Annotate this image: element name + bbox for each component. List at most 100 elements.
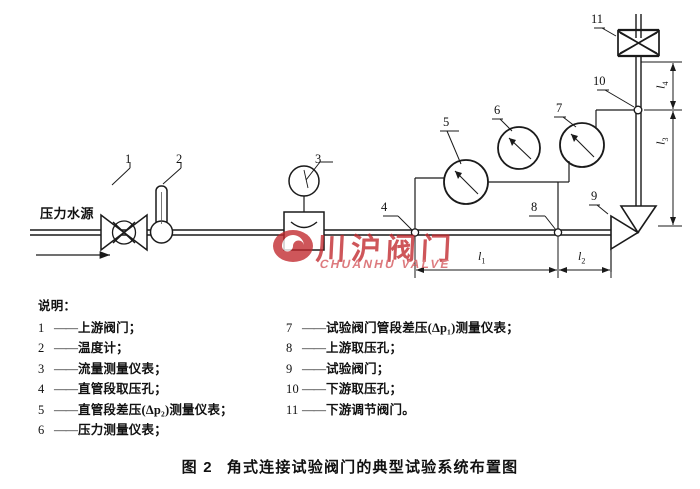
legend-item-11-dash: ——	[302, 402, 326, 417]
legend-item-7: 7 ——试验阀门管段差压(Δp₁)测量仪表；	[286, 318, 666, 339]
legend-column-right: 7——试验阀门管段差压(Δp₁)测量仪表； 8——上游取压孔； 9——试验阀门；…	[286, 318, 666, 441]
legend-item-3-label: 流量测量仪表；	[78, 361, 167, 376]
dimension-label-l1: l1	[478, 249, 485, 265]
callout-leader-4	[383, 215, 413, 231]
legend-item-4: 4——直管段取压孔；	[38, 379, 286, 400]
dim-sub-l4: 4	[660, 81, 670, 86]
legend-item-9-label: 试验阀门；	[326, 361, 390, 376]
legend-item-9-number: 9	[286, 361, 293, 376]
legend-item-7-number: 7	[286, 320, 293, 335]
dim-base-l2: l	[578, 249, 582, 263]
legend-item-5-dash: ——	[54, 402, 78, 417]
callout-leader-3	[305, 161, 333, 181]
legend-item-8: 8 ——上游取压孔；	[286, 338, 666, 359]
legend-item-3-number: 3	[38, 361, 45, 376]
legend-item-6-label: 压力测量仪表；	[78, 423, 167, 437]
dim-sub-l1: 1	[481, 256, 486, 266]
legend-item-4-label: 直管段取压孔；	[78, 382, 167, 396]
legend-item-9-dash: ——	[302, 361, 326, 376]
dp-gauge-test-valve-piping	[557, 109, 638, 232]
legend-item-5-label: 直管段差压(Δp₂)测量仪表；	[78, 402, 233, 417]
dimension-label-l4: l4	[653, 82, 669, 89]
figure-caption-number: 图 2	[181, 459, 213, 476]
dim-base-l1: l	[478, 249, 482, 263]
callout-number-4: 4	[381, 200, 388, 214]
legend-item-6: 6 ——压力测量仪表；	[38, 420, 286, 441]
callout-number-11: 11	[591, 12, 604, 26]
dimension-l1	[414, 236, 559, 278]
legend-item-6-number: 6	[38, 423, 45, 437]
legend-item-2-dash: ——	[54, 341, 78, 355]
figure-caption-text: 角式连接试验阀门的典型试验系统布置图	[226, 459, 519, 476]
dim-base-l3: l	[653, 141, 668, 145]
flow-meter-symbol	[283, 165, 325, 251]
legend: 说明： 1——上游阀门； 2——温度计； 3——流量测量仪表； 4——直管段取压…	[38, 296, 678, 441]
callout-number-7: 7	[556, 101, 563, 115]
straight-pipe-pressure-tap	[410, 178, 420, 237]
dimension-l4	[641, 61, 682, 111]
callout-number-8: 8	[531, 200, 538, 214]
thermometer-symbol	[149, 185, 174, 244]
callout-number-5: 5	[443, 115, 450, 129]
legend-item-11-label: 下游调节阀门。	[326, 402, 415, 417]
callout-leader-8	[529, 215, 557, 231]
legend-item-10-label: 下游取压孔；	[326, 382, 403, 396]
legend-item-10-number: 10	[286, 382, 299, 396]
legend-item-10-dash: ——	[302, 382, 326, 396]
legend-title: 说明：	[38, 299, 77, 313]
callout-number-9: 9	[591, 189, 598, 203]
dim-sub-l2: 2	[581, 256, 586, 266]
legend-item-9: 9 ——试验阀门；	[286, 359, 666, 380]
legend-item-11-number: 11	[286, 402, 299, 417]
dimension-l3	[658, 111, 682, 227]
legend-item-2-number: 2	[38, 341, 45, 355]
legend-item-1-number: 1	[38, 320, 45, 335]
legend-item-8-number: 8	[286, 341, 293, 355]
dimension-label-l3: l3	[653, 138, 669, 145]
callout-leader-6	[492, 118, 513, 132]
legend-item-3: 3 ——流量测量仪表；	[38, 359, 286, 380]
legend-item-4-dash: ——	[54, 382, 78, 396]
legend-item-5: 5 ——直管段差压(Δp₂)测量仪表；	[38, 400, 286, 421]
dim-sub-l3: 3	[660, 137, 670, 142]
upstream-valve-symbol	[100, 213, 148, 252]
dim-base-l4: l	[653, 85, 668, 89]
legend-item-8-dash: ——	[302, 341, 326, 355]
legend-item-5-number: 5	[38, 402, 45, 417]
callout-leader-1	[111, 162, 131, 186]
callout-number-2: 2	[176, 152, 183, 166]
dimension-l2	[559, 250, 612, 278]
riser-pipe	[635, 14, 642, 206]
callout-leader-10	[597, 89, 635, 108]
callout-leader-11	[594, 27, 617, 37]
legend-item-8-label: 上游取压孔；	[326, 341, 403, 355]
legend-columns: 1——上游阀门； 2——温度计； 3——流量测量仪表； 4——直管段取压孔； 5…	[38, 318, 678, 441]
callout-leader-5	[440, 130, 462, 165]
pressure-gauge-symbol	[497, 126, 541, 170]
legend-column-left: 1——上游阀门； 2——温度计； 3——流量测量仪表； 4——直管段取压孔； 5…	[38, 318, 286, 441]
legend-item-7-label: 试验阀门管段差压(Δp₁)测量仪表；	[326, 320, 519, 335]
callout-leader-9	[589, 204, 609, 215]
legend-item-2-label: 温度计；	[78, 341, 129, 355]
legend-item-2: 2 ——温度计；	[38, 338, 286, 359]
callout-number-6: 6	[494, 103, 501, 117]
legend-item-1-label: 上游阀门；	[78, 320, 142, 335]
legend-item-7-dash: ——	[302, 320, 326, 335]
dp-gauge-test-valve	[559, 122, 605, 168]
legend-item-3-dash: ——	[54, 361, 78, 376]
callout-number-10: 10	[593, 74, 606, 88]
callout-leader-7	[554, 116, 577, 128]
legend-item-1: 1 ——上游阀门；	[38, 318, 286, 339]
callout-leader-2	[162, 162, 182, 185]
downstream-regulating-valve-symbol	[617, 28, 660, 58]
callout-number-1: 1	[125, 152, 132, 166]
dimension-label-l2: l2	[578, 249, 585, 265]
callout-number-3: 3	[315, 152, 322, 166]
dp-gauge-straight-pipe	[415, 159, 558, 205]
legend-item-10: 10——下游取压孔；	[286, 379, 666, 400]
downstream-pressure-tap	[633, 105, 643, 115]
legend-item-6-dash: ——	[54, 423, 78, 437]
legend-item-1-dash: ——	[54, 320, 78, 335]
test-valve-angle-symbol	[610, 205, 658, 251]
